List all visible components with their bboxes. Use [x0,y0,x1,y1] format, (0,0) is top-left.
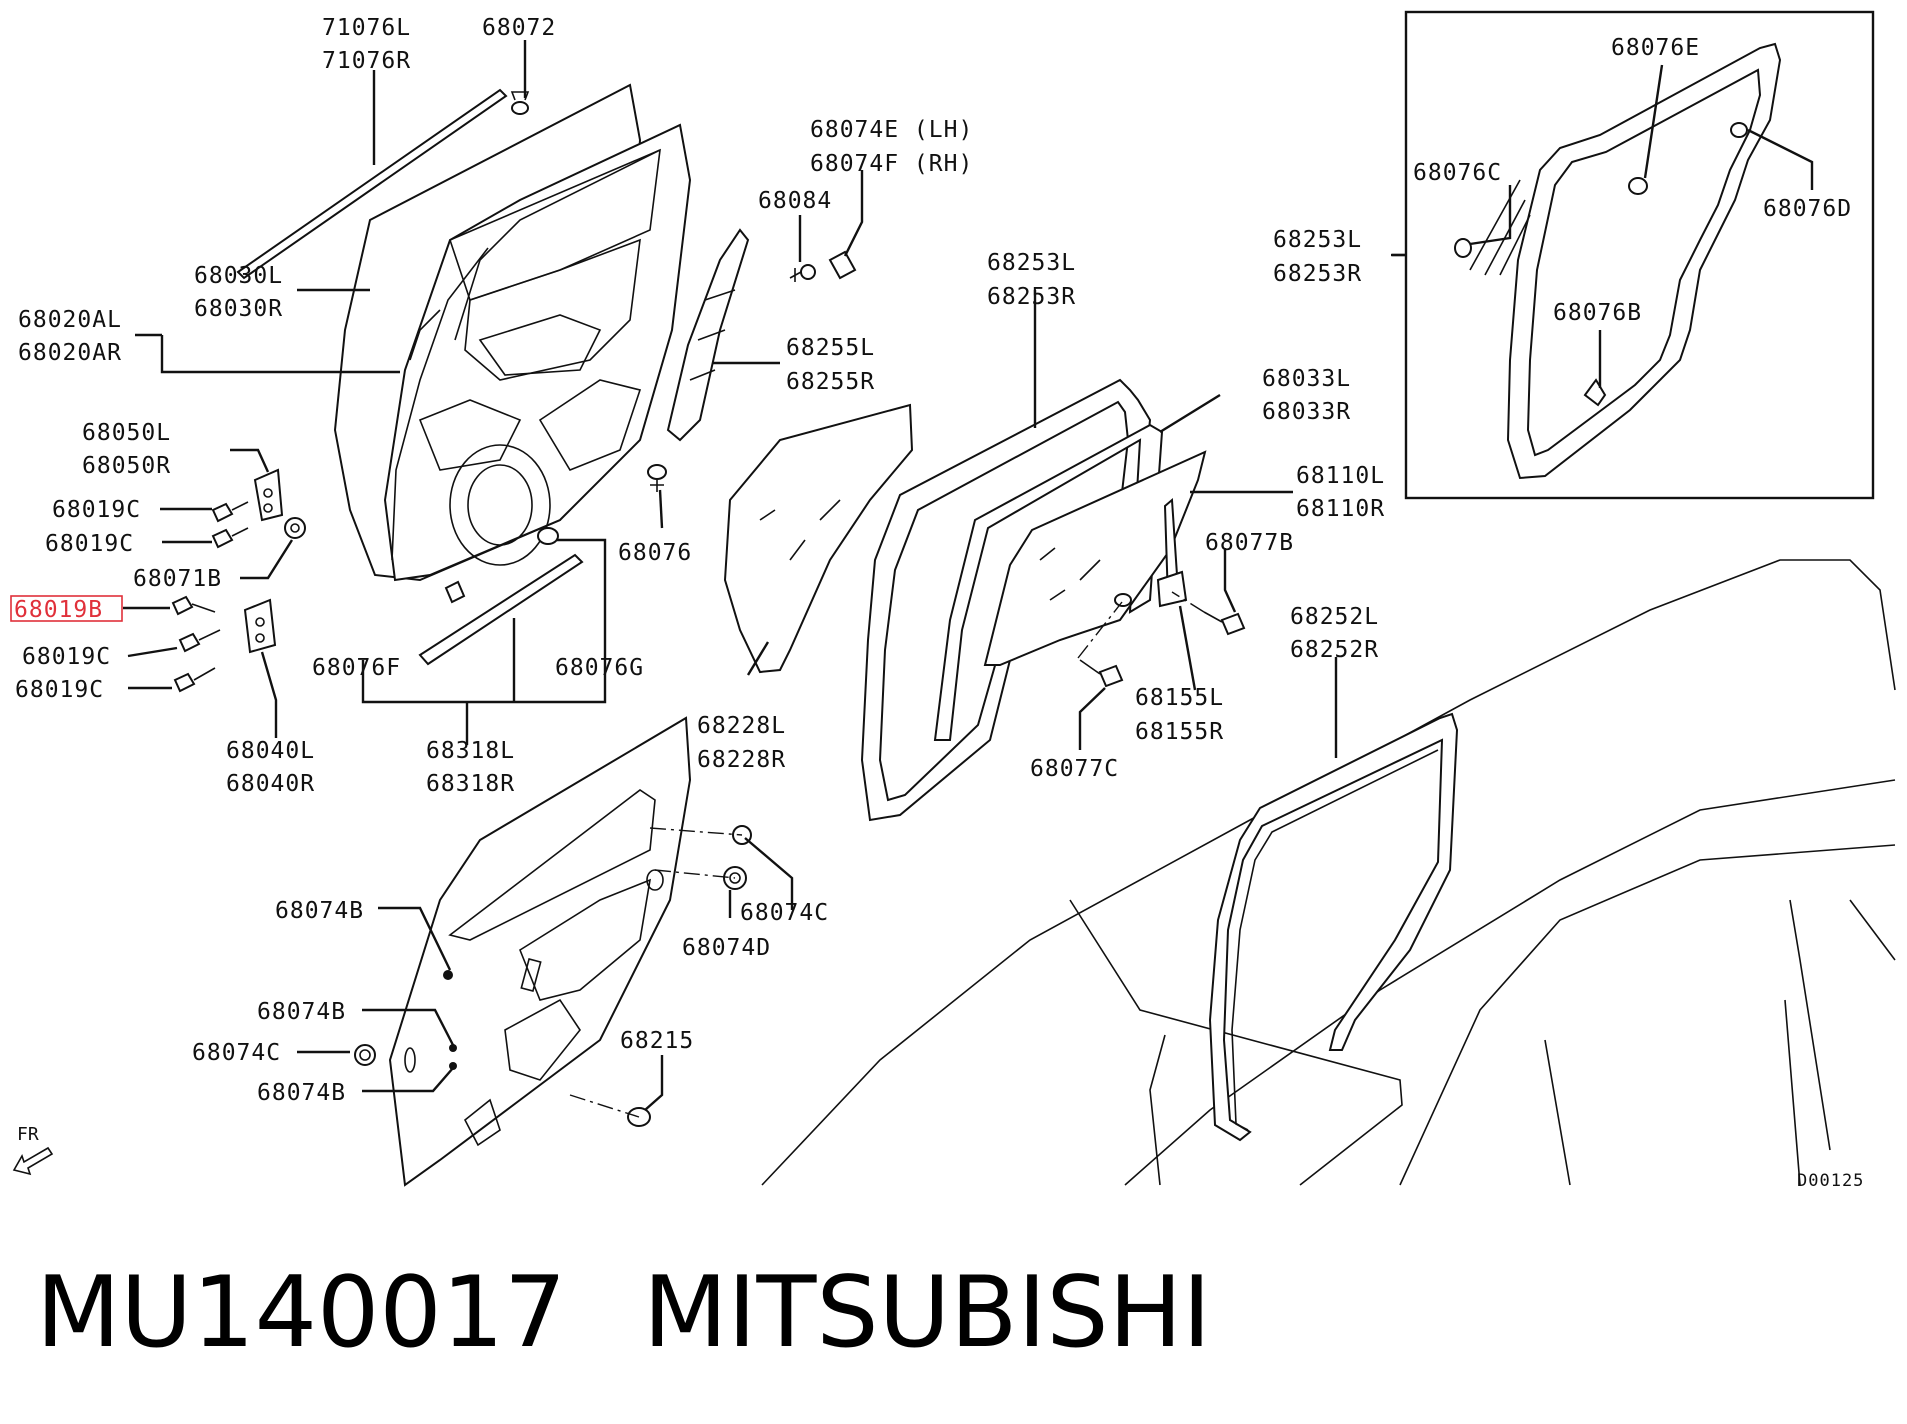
inset-callout-68076B: 68076B [1553,300,1642,326]
bolts-68019-lower-part [171,595,221,693]
callout-68215: 68215 [620,1028,694,1054]
callout-68074C-1: 68074C [740,900,829,926]
callout-71076R: 71076R [322,48,411,74]
bolt-68077C-part [1079,659,1124,688]
callout-68040L: 68040L [226,738,315,764]
inset-weatherstrip-68253-part [1469,42,1782,480]
callout-68110R: 68110R [1296,496,1385,522]
callout-68074C-2: 68074C [192,1040,281,1066]
front-direction-marker: FR [12,1124,54,1176]
callout-68074E: 68074E (LH) [810,117,973,143]
callout-68020AL: 68020AL [18,307,122,333]
leader-lines [123,40,1814,1111]
part-number: MU140017 [36,1256,566,1370]
clip-68074E-part [828,250,857,280]
callout-68255L: 68255L [786,335,875,361]
callout-68076G: 68076G [555,655,644,681]
highlighted-callout-68019B[interactable]: 68019B [10,595,123,623]
trim-panel-part [388,716,692,1187]
callout-68050R: 68050R [82,453,171,479]
belt-molding-part [236,88,508,280]
clip-68076-part [647,464,667,492]
inset-callout-68076E: 68076E [1611,35,1700,61]
callout-68072: 68072 [482,15,556,41]
callout-71076L: 71076L [322,15,411,41]
callout-68019C-1: 68019C [52,497,141,523]
front-marker-label: FR [17,1124,39,1145]
callout-68074B-3: 68074B [257,1080,346,1106]
callout-68074D: 68074D [682,935,771,961]
bolt-68077B-part [1203,611,1246,636]
inset-callout-68076D: 68076D [1763,196,1852,222]
front-arrow-icon [12,1146,54,1176]
callout-68019C-4: 68019C [15,677,104,703]
channel-68255-part [666,228,750,442]
callout-68040R: 68040R [226,771,315,797]
callout-68030R: 68030R [194,296,283,322]
detail-inset-box [1404,10,1875,500]
callout-68074F: 68074F (RH) [810,151,973,177]
weatherstrip-68318-part [418,527,584,666]
callout-68318L: 68318L [426,738,515,764]
callout-68076: 68076 [618,540,692,566]
callout-68253R: 68253R [987,284,1076,310]
inset-callouts: 68253L 68253R 68076E 68076C 68076D 68076… [1273,35,1852,326]
lower-hinge-68040-part [243,598,277,654]
callout-68252R: 68252R [1290,637,1379,663]
callout-68318R: 68318R [426,771,515,797]
sealing-cover-68228-part [723,403,914,674]
upper-hinge-68050-part [253,468,284,522]
callout-68019C-3: 68019C [22,644,111,670]
callout-68033L: 68033L [1262,366,1351,392]
inset-callout-68076C: 68076C [1413,160,1502,186]
diagram-code: D00125 [1797,1171,1864,1191]
callout-68155R: 68155R [1135,719,1224,745]
callout-68255R: 68255R [786,369,875,395]
callout-68228L: 68228L [697,713,786,739]
callout-68077C: 68077C [1030,756,1119,782]
inset-callout-68253L: 68253L [1273,227,1362,253]
bolts-68019C-upper-part [211,501,249,549]
callout-68020AR: 68020AR [18,340,122,366]
regulator-68155-part [1114,497,1188,608]
callout-68084: 68084 [758,188,832,214]
callout-68252L: 68252L [1290,604,1379,630]
callout-68155L: 68155L [1135,685,1224,711]
door-glass-68110-part [983,450,1207,666]
highlighted-part-label: 68019B [14,597,103,623]
part-callouts: 71076L 71076R 68072 68074E (LH) 68074F (… [15,15,1385,1106]
callout-68074B-1: 68074B [275,898,364,924]
callout-68019C-2: 68019C [45,531,134,557]
body-weatherstrip-68252-part [1208,712,1459,1142]
callout-68110L: 68110L [1296,463,1385,489]
title-line: MU140017 MITSUBISHI [36,1256,1211,1370]
clip-68072-part [510,91,530,115]
screw-68084-part [789,264,816,282]
brand-name: MITSUBISHI [643,1256,1211,1370]
callout-68076F: 68076F [312,655,401,681]
callout-68033R: 68033R [1262,399,1351,425]
nut-68071B-part [284,517,306,539]
callout-68030L: 68030L [194,263,283,289]
inset-callout-68253R: 68253R [1273,261,1362,287]
callout-68253L: 68253L [987,250,1076,276]
inset-clips-part [1454,122,1748,407]
callout-68071B: 68071B [133,566,222,592]
callout-68050L: 68050L [82,420,171,446]
callout-68074B-2: 68074B [257,999,346,1025]
channel-68033-part [933,423,1164,741]
door-assembly [333,83,692,582]
car-body-outline [761,559,1896,1186]
callout-68228R: 68228R [697,747,786,773]
callout-68077B: 68077B [1205,530,1294,556]
